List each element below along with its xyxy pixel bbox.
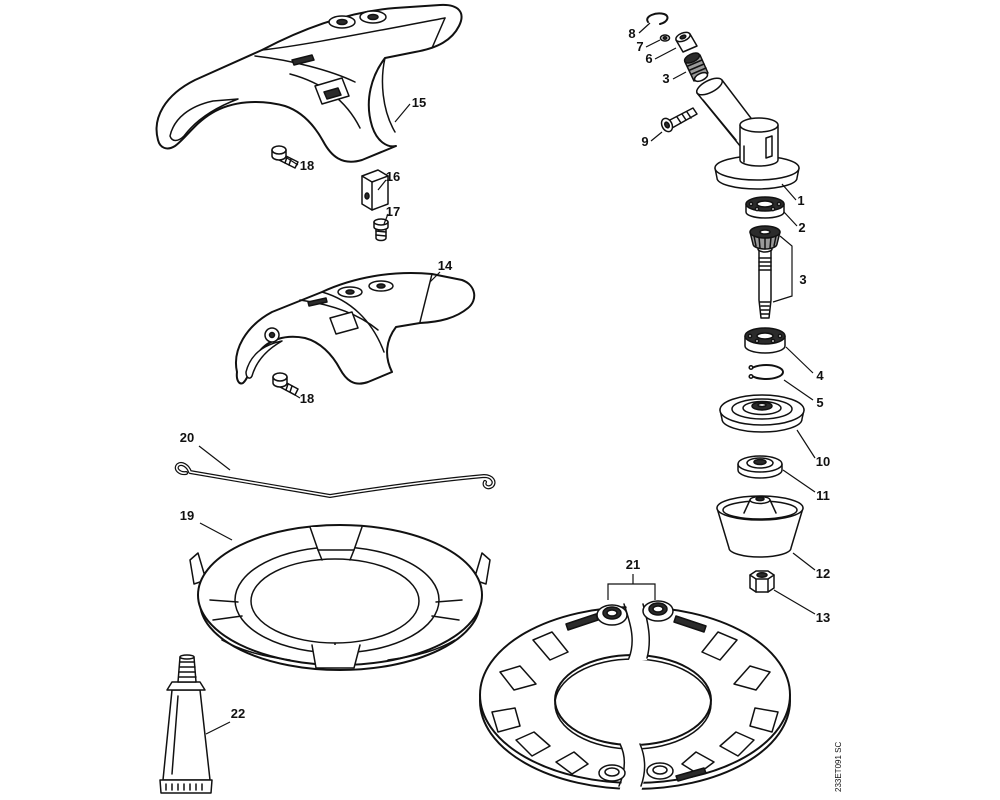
- part-3-bevel-gear-top: [683, 52, 709, 83]
- part-11-washer: [737, 455, 783, 479]
- callout-1: 1: [797, 193, 804, 208]
- callout-22: 22: [231, 706, 245, 721]
- callout-6: 6: [645, 51, 652, 66]
- leader-4: [785, 346, 814, 374]
- part-8-circlip: [646, 12, 669, 25]
- callout-12: 12: [816, 566, 830, 581]
- leader-3-bracket: [772, 235, 793, 303]
- callout-3-top: 3: [662, 71, 669, 86]
- part-21-base-plate: [479, 598, 791, 792]
- leader-5: [783, 379, 814, 401]
- part-7-washer: [659, 34, 671, 42]
- part-4-bearing: [744, 327, 786, 354]
- leader-3-top: [672, 71, 687, 80]
- callout-19: 19: [180, 508, 194, 523]
- callout-8: 8: [628, 26, 635, 41]
- callout-15: 15: [412, 95, 426, 110]
- part-19-ring-guard: [189, 524, 491, 671]
- callout-17: 17: [386, 204, 400, 219]
- drawing-code: 233ET091 SC: [834, 742, 843, 792]
- part-16-bracket: [361, 169, 389, 211]
- leader-18-middle: [289, 391, 301, 399]
- leader-2: [783, 211, 798, 227]
- leader-16: [377, 179, 387, 191]
- part-18-screw-upper: [271, 145, 299, 169]
- callout-20: 20: [180, 430, 194, 445]
- part-9-screw: [660, 107, 698, 133]
- leader-9: [650, 131, 663, 142]
- callout-13: 13: [816, 610, 830, 625]
- callout-4: 4: [816, 368, 824, 383]
- leader-20: [198, 445, 231, 471]
- part-15-guard: [155, 3, 463, 163]
- leader-19: [199, 522, 233, 541]
- leader-21-bracket: [607, 574, 656, 600]
- callout-18-middle: 18: [300, 391, 314, 406]
- part-20-wire: [174, 461, 496, 498]
- part-14-guard: [235, 271, 476, 385]
- leader-22: [205, 721, 231, 735]
- part-17-screw: [373, 218, 389, 242]
- callout-2: 2: [798, 220, 805, 235]
- callout-9: 9: [641, 134, 648, 149]
- callout-3-bracket: 3: [799, 272, 806, 287]
- leader-18-upper: [286, 157, 299, 166]
- part-12-cup: [716, 495, 804, 558]
- leader-1: [781, 183, 797, 201]
- part-1-gear-housing: [695, 77, 800, 190]
- leader-7: [645, 39, 661, 48]
- part-10-disc: [719, 394, 805, 433]
- leader-lines: [198, 22, 816, 735]
- leader-13: [773, 589, 816, 615]
- callout-21: 21: [626, 557, 640, 572]
- leader-11: [782, 469, 816, 493]
- part-22-tube: [159, 654, 213, 794]
- part-3-gear-shaft: [749, 225, 781, 319]
- callout-5: 5: [816, 395, 823, 410]
- part-13-nut: [749, 570, 775, 593]
- part-18-screw-middle: [272, 372, 299, 396]
- leader-8: [638, 22, 651, 34]
- leader-14: [429, 271, 441, 283]
- leader-12: [792, 552, 816, 571]
- leader-10: [796, 429, 816, 459]
- callout-10: 10: [816, 454, 830, 469]
- leader-15: [394, 103, 411, 123]
- callout-labels: 8 7 6 3 9 15 18 16 17 1 2 3 14 18 4 5 20…: [180, 26, 830, 721]
- callout-14: 14: [438, 258, 453, 273]
- leader-6: [654, 47, 677, 60]
- leader-17: [383, 213, 389, 225]
- callout-11: 11: [816, 488, 830, 503]
- callout-16: 16: [386, 169, 400, 184]
- callout-7: 7: [636, 39, 643, 54]
- callout-18-upper: 18: [300, 158, 314, 173]
- part-5-circlip: [748, 364, 784, 380]
- part-6-bushing: [675, 31, 698, 53]
- part-2-bearing: [745, 196, 785, 219]
